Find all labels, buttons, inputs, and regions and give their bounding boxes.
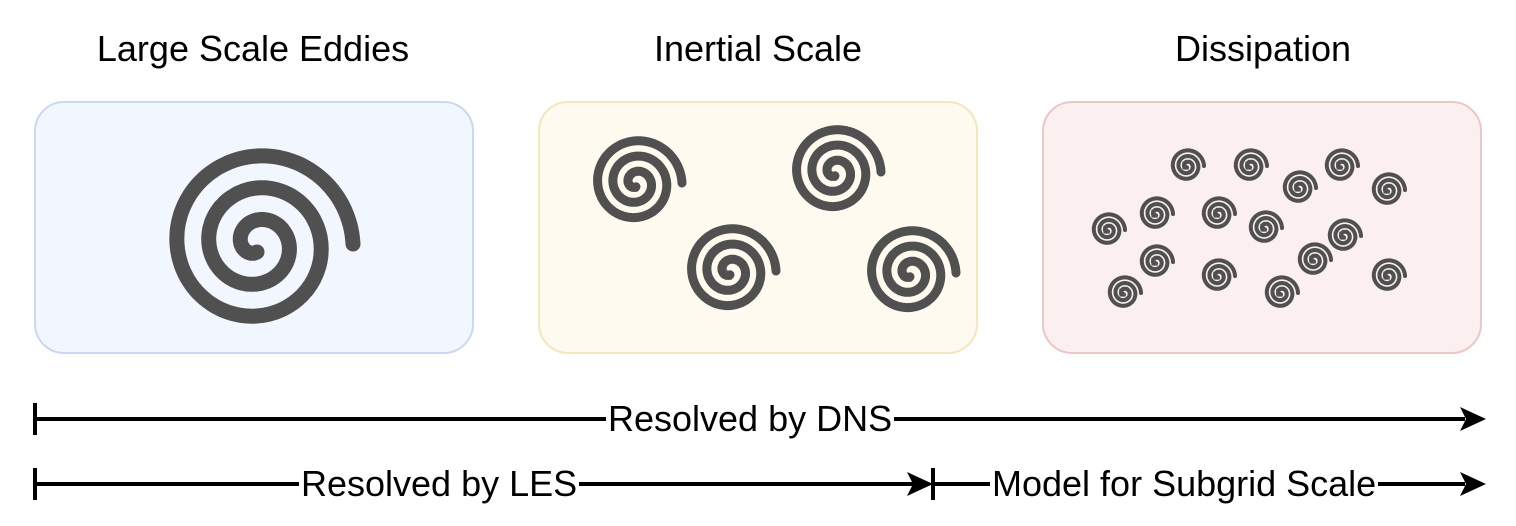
panel-dissipation	[1042, 101, 1482, 354]
spiral-icon	[1282, 170, 1318, 203]
spiral-icon	[1248, 210, 1284, 243]
spiral-icon	[1201, 258, 1237, 291]
title-dissipation: Dissipation	[1174, 28, 1352, 69]
panel-inertial-scale	[538, 101, 978, 354]
spiral-icon	[1324, 148, 1360, 181]
spiral-icon	[1139, 244, 1175, 277]
spiral-icon	[1233, 148, 1269, 181]
dns-label: Resolved by DNS	[606, 398, 895, 439]
spiral-icon	[169, 148, 361, 324]
spiral-icon	[1170, 148, 1206, 181]
les-arrow-head	[907, 472, 933, 496]
spiral-group	[1091, 148, 1407, 308]
title-large-scale-eddies: Large Scale Eddies	[96, 28, 410, 69]
spiral-icon	[1371, 258, 1407, 291]
spiral-icon	[1297, 242, 1333, 275]
spiral-icon	[792, 125, 886, 212]
dns-arrow-head	[1460, 407, 1486, 431]
spiral-icon	[1327, 218, 1363, 251]
spiral-icon	[1201, 196, 1237, 229]
subgrid-label: Model for Subgrid Scale	[990, 463, 1379, 504]
spiral-icon	[1091, 212, 1127, 245]
spiral-icon	[1139, 196, 1175, 229]
spiral-icon	[867, 226, 961, 313]
les-label: Resolved by LES	[299, 463, 580, 504]
spiral-icon	[687, 224, 781, 311]
spiral-icon	[1371, 172, 1407, 205]
spiral-group	[169, 148, 361, 324]
spiral-icon	[593, 136, 687, 223]
subgrid-arrow-head	[1460, 472, 1486, 496]
spiral-icon	[1264, 275, 1300, 308]
panel-large-scale-eddies	[34, 101, 474, 354]
title-inertial-scale: Inertial Scale	[653, 28, 863, 69]
spiral-icon	[1107, 275, 1143, 308]
spiral-group	[593, 125, 961, 313]
